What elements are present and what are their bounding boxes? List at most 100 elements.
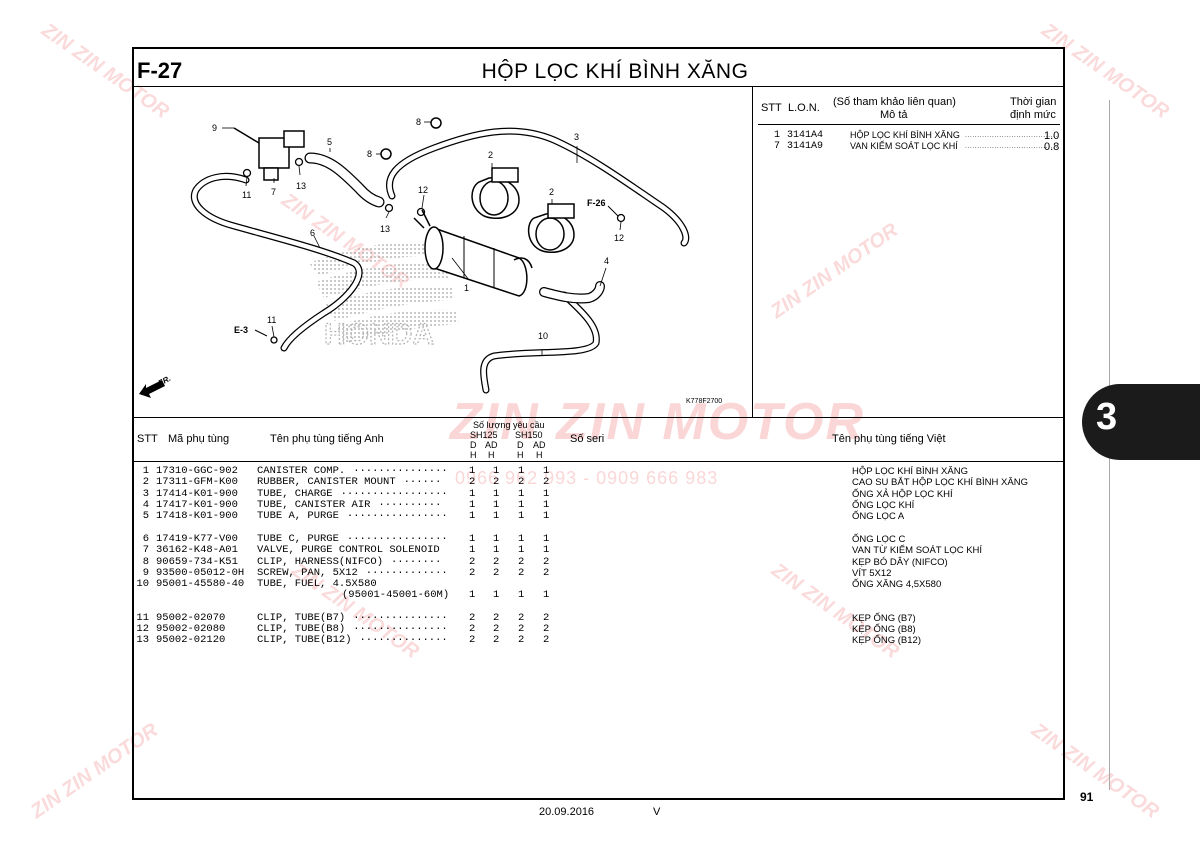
row-qty: 2 <box>493 623 500 635</box>
ref-leader: ...................................... <box>965 143 1058 150</box>
ref-header-desc1: (Số tham khảo liên quan) <box>833 96 956 108</box>
row-part-no: 17417-K01-900 <box>156 499 238 511</box>
row-qty: 1 <box>518 465 525 477</box>
row-qty: 2 <box>493 634 500 646</box>
row-leader-dots: ········ <box>391 556 442 568</box>
row-part-no: 17414-K01-900 <box>156 488 238 500</box>
row-stt: 3 <box>142 488 149 500</box>
row-qty: 2 <box>518 623 525 635</box>
row-name-en: TUBE A, PURGE <box>257 510 339 522</box>
row-name-vi: ỐNG XẢ HỘP LỌC KHÍ <box>852 489 953 500</box>
row-stt: 10 <box>136 578 149 590</box>
row-part-no: 95002-02120 <box>156 634 226 646</box>
row-name-vi: KẸP ỐNG (B8) <box>852 624 916 635</box>
callout-13: 13 <box>380 224 390 234</box>
diagram-code: K778F2700 <box>686 398 722 405</box>
row-qty: 2 <box>543 612 550 624</box>
row-qty: 1 <box>543 510 550 522</box>
ref-header-stt: STT <box>761 102 782 114</box>
ref-stt: 7 <box>774 141 781 152</box>
row-stt: 12 <box>136 623 149 635</box>
front-arrow-icon: FR. <box>139 374 172 398</box>
col-serial: Số seri <box>570 433 605 445</box>
row-qty: 2 <box>518 634 525 646</box>
row-stt: 13 <box>136 634 149 646</box>
callout-12: 12 <box>614 233 624 243</box>
page-number: 91 <box>1080 790 1094 804</box>
row-name-vi: ỐNG LỌC KHÍ <box>852 500 915 511</box>
row-qty: 1 <box>518 499 525 511</box>
canister-body <box>413 209 533 297</box>
row-qty: 1 <box>493 510 500 522</box>
purge-valve <box>233 127 305 181</box>
row-stt: 8 <box>142 556 149 568</box>
row-leader-dots: ······ <box>403 476 442 488</box>
row-name-vi: KẸP ỐNG (B7) <box>852 613 916 624</box>
row-qty: 1 <box>493 465 500 477</box>
row-qty: 2 <box>543 556 550 568</box>
row-part-no: 36162-K48-A01 <box>156 544 238 556</box>
col-h: H <box>470 450 477 460</box>
row-qty: 1 <box>493 499 500 511</box>
callout-9: 9 <box>212 123 217 133</box>
row-leader-dots: ··············· <box>353 623 448 635</box>
row-name-en: TUBE, CHARGE <box>257 488 333 500</box>
row-qty: 2 <box>518 556 525 568</box>
row-qty: 2 <box>543 623 550 635</box>
row-name-en: CLIP, TUBE(B8) <box>257 623 346 635</box>
callout-11: 11 <box>267 315 276 325</box>
page-title: HỘP LỌC KHÍ BÌNH XĂNG <box>481 60 749 83</box>
watermark-phone: 0966 962 993 - 0909 666 983 <box>455 468 719 488</box>
ref-e3: E-3 <box>234 325 248 335</box>
footer-version: V <box>653 806 661 818</box>
row-qty: 1 <box>518 510 525 522</box>
row-qty: 2 <box>469 612 476 624</box>
row-qty: 1 <box>469 533 476 545</box>
row-stt: 5 <box>142 510 149 522</box>
callout-12: 12 <box>418 185 428 195</box>
callout-2: 2 <box>549 187 554 197</box>
row-qty: 1 <box>469 589 476 601</box>
row-part-no: 95002-02080 <box>156 623 226 635</box>
callout-13: 13 <box>296 181 306 191</box>
row-name-vi: KẸP BÓ DÂY (NIFCO) <box>852 557 948 568</box>
row-qty: 2 <box>469 623 476 635</box>
row-name-vi: ỐNG XĂNG 4,5X580 <box>852 579 942 590</box>
row-qty: 2 <box>469 567 476 579</box>
callout-5: 5 <box>327 137 332 147</box>
row-name-en: (95001-45001-60M) <box>342 589 450 601</box>
row-name-en: CLIP, HARNESS(NIFCO) <box>257 556 384 568</box>
watermark-brand: ZIN ZIN MOTOR <box>450 393 866 451</box>
row-qty: 1 <box>543 544 550 556</box>
row-part-no: 95002-02070 <box>156 612 226 624</box>
row-name-vi: KẸP ỐNG (B12) <box>852 635 921 646</box>
row-qty: 1 <box>469 510 476 522</box>
ref-time: 0.8 <box>1044 141 1060 153</box>
row-stt: 4 <box>142 499 149 511</box>
row-stt: 7 <box>142 544 149 556</box>
row-qty: 2 <box>518 612 525 624</box>
ref-time: 1.0 <box>1044 130 1060 142</box>
row-qty: 2 <box>518 567 525 579</box>
row-part-no: 17310-GGC-902 <box>156 465 238 477</box>
row-name-vi: CAO SU BẮT HỘP LỌC KHÍ BÌNH XĂNG <box>852 477 1028 488</box>
row-name-en: CLIP, TUBE(B12) <box>257 634 352 646</box>
row-qty: 2 <box>493 567 500 579</box>
row-name-en: TUBE, CANISTER AIR <box>257 499 371 511</box>
row-part-no: 17311-GFM-K00 <box>156 476 238 488</box>
row-part-no: 90659-734-K51 <box>156 556 238 568</box>
row-name-vi: ỐNG LỌC C <box>852 534 906 545</box>
row-name-en: SCREW, PAN, 5X12 <box>257 567 358 579</box>
callout-1: 1 <box>464 283 469 293</box>
row-part-no: 17418-K01-900 <box>156 510 238 522</box>
row-qty: 2 <box>518 476 525 488</box>
row-part-no: 93500-05012-0H <box>156 567 245 579</box>
row-qty: 1 <box>543 499 550 511</box>
row-qty: 2 <box>543 476 550 488</box>
ref-desc: HỘP LỌC KHÍ BÌNH XĂNG <box>850 130 960 140</box>
page-frame <box>132 47 1065 800</box>
divider <box>752 87 753 418</box>
row-qty: 1 <box>469 465 476 477</box>
row-qty: 2 <box>543 634 550 646</box>
row-name-en: VALVE, PURGE CONTROL SOLENOID <box>257 544 440 556</box>
